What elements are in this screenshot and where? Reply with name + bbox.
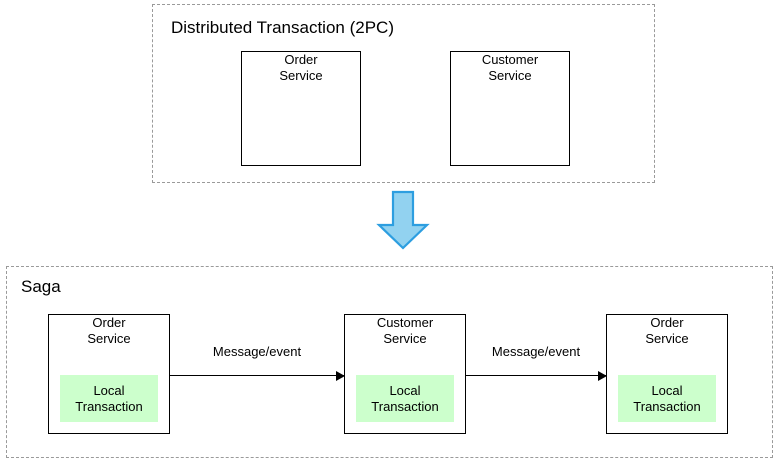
service-label-order-saga-3: Order Service [645, 315, 689, 346]
service-box-order-saga-3[interactable]: Order Service Local Transaction [606, 314, 728, 434]
service-label-order-saga-1: Order Service [87, 315, 131, 346]
service-label-customer-2pc: Customer Service [481, 52, 539, 83]
service-box-customer-2pc[interactable]: Customer Service [450, 51, 570, 166]
service-label-customer-saga-2: Customer Service [376, 315, 434, 346]
service-label-order-2pc: Order Service [279, 52, 323, 83]
flow-line-1 [170, 375, 344, 376]
service-box-order-2pc[interactable]: Order Service [241, 51, 361, 166]
service-box-order-saga-1[interactable]: Order Service Local Transaction [48, 314, 170, 434]
group-distributed-transaction: Distributed Transaction (2PC) [152, 4, 655, 183]
arrow-head-icon-2 [598, 371, 607, 381]
arrow-head-icon-1 [336, 371, 345, 381]
local-transaction-badge-3: Local Transaction [618, 375, 716, 422]
down-arrow-icon [372, 189, 434, 251]
group-title-saga: Saga [21, 277, 61, 296]
flow-label-1: Message/event [212, 344, 302, 359]
flow-label-2: Message/event [491, 344, 581, 359]
flow-arrow-2: Message/event [466, 344, 607, 381]
service-box-customer-saga-2[interactable]: Customer Service Local Transaction [344, 314, 466, 434]
local-transaction-badge-2: Local Transaction [356, 375, 454, 422]
local-transaction-badge-1: Local Transaction [60, 375, 158, 422]
flow-line-2 [466, 375, 606, 376]
group-title-2pc: Distributed Transaction (2PC) [171, 18, 394, 37]
flow-arrow-1: Message/event [170, 344, 345, 381]
